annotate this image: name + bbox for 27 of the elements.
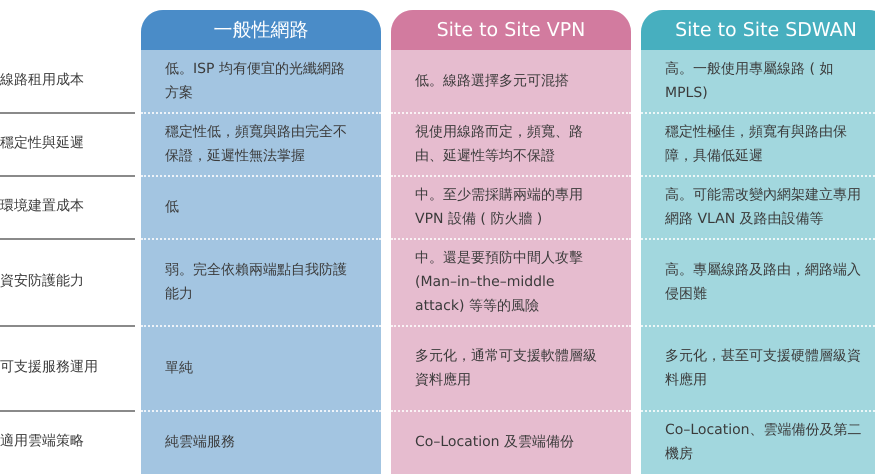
column-header: 一般性網路 xyxy=(141,10,381,50)
row-label: 可支援服務運用 xyxy=(0,358,98,376)
table-cell-text: 純雲端服務 xyxy=(165,433,235,452)
table-cell-text: Co–Location 及雲端備份 xyxy=(415,433,574,452)
table-cell-text: 多元化，通常可支援軟體層級資料應用 xyxy=(415,346,598,390)
table-cell-text: 高。一般使用專屬線路 ( 如MPLS) xyxy=(665,60,834,103)
table-cell-text: 單純 xyxy=(165,358,193,378)
row-label: 適用雲端策略 xyxy=(0,433,84,451)
table-cell-text: 低。線路選擇多元可混搭 xyxy=(415,72,569,91)
table-cell-text: Co–Location、雲端備份及第二機房 xyxy=(665,421,863,464)
row-label: 資安防護能力 xyxy=(0,272,84,290)
table-cell-text: 低 xyxy=(165,198,179,216)
table-cell-text: 弱。完全依賴兩端點自我防護能力 xyxy=(165,260,348,304)
table-cell-text: 穩定性低，頻寬與路由完全不保證，延遲性無法掌握 xyxy=(165,122,348,166)
table-cell-text: 高。可能需改變內網架建立專用網路 VLAN 及路由設備等 xyxy=(665,186,862,228)
table-cell-text: 中。還是要預防中間人攻擊 (Man–in–the–middle attack) 等等的風險 xyxy=(415,248,584,316)
row-label: 線路租用成本 xyxy=(0,72,84,90)
table-cell-text: 多元化，甚至可支援硬體層級資料應用 xyxy=(665,346,862,390)
table-cell-text: 穩定性極佳，頻寬有與路由保障，具備低延遲 xyxy=(665,122,848,166)
table-cell-text: 視使用線路而定，頻寬、路由、延遲性等均不保證 xyxy=(415,122,584,166)
table-cell-text: 低。ISP 均有便宜的光纖網路方案 xyxy=(165,60,346,103)
column-header: Site to Site VPN xyxy=(391,10,631,50)
column-header: Site to Site SDWAN xyxy=(641,10,875,50)
row-label: 環境建置成本 xyxy=(0,198,84,216)
table-cell-text: 高。專屬線路及路由，網路端入侵困難 xyxy=(665,260,862,304)
row-label: 穩定性與延遲 xyxy=(0,134,84,152)
table-cell-text: 中。至少需採購兩端的專用VPN 設備 ( 防火牆 ) xyxy=(415,186,584,228)
